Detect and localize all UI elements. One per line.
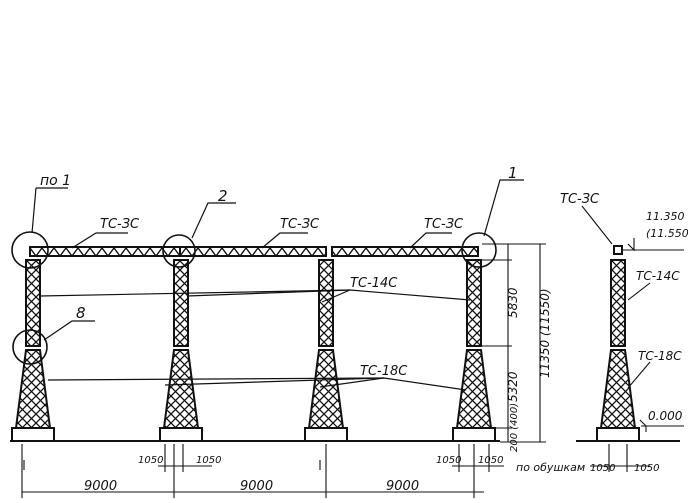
upper-column-1 [25, 259, 41, 347]
lower-column-2 [159, 349, 203, 442]
dim-base-2: 1050 [196, 455, 221, 466]
label-lower-column: ТС-18С [360, 364, 408, 379]
dim-span-1: 9000 [84, 479, 117, 494]
dim-lower-height: 5320 [506, 371, 520, 402]
dim-span-2: 9000 [240, 479, 273, 494]
upper-column-2 [173, 259, 189, 347]
dim-base-3: 1050 [436, 455, 461, 466]
label-lower-column-side: ТС-18С [638, 349, 682, 363]
label-ref-2: 2 [218, 187, 228, 205]
dim-base-1: 1050 [138, 455, 163, 466]
label-ref-8: 8 [76, 304, 86, 322]
dim-span-3: 9000 [386, 479, 419, 494]
vertical-dimensions [482, 243, 546, 443]
label-truss-side: ТС-ЗС [560, 192, 600, 207]
dim-side-base-left: 1050 [590, 463, 615, 474]
label-upper-column-side: ТС-14С [636, 269, 680, 283]
label-truss-middle: ТС-ЗС [280, 217, 320, 232]
dim-base-4: 1050 [478, 455, 503, 466]
lower-column-3 [304, 349, 348, 442]
dim-bottom-height: 200 (400) [509, 403, 520, 452]
upper-column-3 [318, 259, 334, 347]
detail-circle-joint-8 [12, 329, 48, 365]
dim-total-height: 11350 (11550) [538, 288, 552, 378]
detail-circle-top-left [11, 231, 49, 269]
horizontal-dimensions [21, 444, 504, 498]
label-truss-left: ТС-ЗС [100, 217, 140, 232]
label-ref-po1: по 1 [40, 173, 71, 189]
leader-lines [31, 179, 524, 391]
lower-column-4 [452, 349, 496, 442]
truss-middle [179, 246, 327, 257]
truss-right [331, 246, 479, 257]
detail-circle-top-2 [162, 234, 196, 268]
label-truss-right: ТС-ЗС [424, 217, 464, 232]
detail-circle-top-right [461, 232, 497, 268]
side-view [576, 205, 684, 472]
dim-side-base-right: 1050 [634, 463, 659, 474]
dim-upper-height: 5830 [506, 287, 520, 318]
elev-top-alt: (11.550) [646, 227, 688, 240]
elev-top: 11.350 [646, 210, 685, 223]
label-upper-column: ТС-14С [350, 276, 398, 291]
lower-column-1 [11, 349, 55, 442]
elev-zero: 0.000 [648, 409, 683, 423]
label-ref-1: 1 [508, 164, 518, 182]
upper-column-4 [466, 259, 482, 347]
truss-left [29, 246, 181, 257]
dim-side-note: по обушкам [516, 461, 585, 474]
